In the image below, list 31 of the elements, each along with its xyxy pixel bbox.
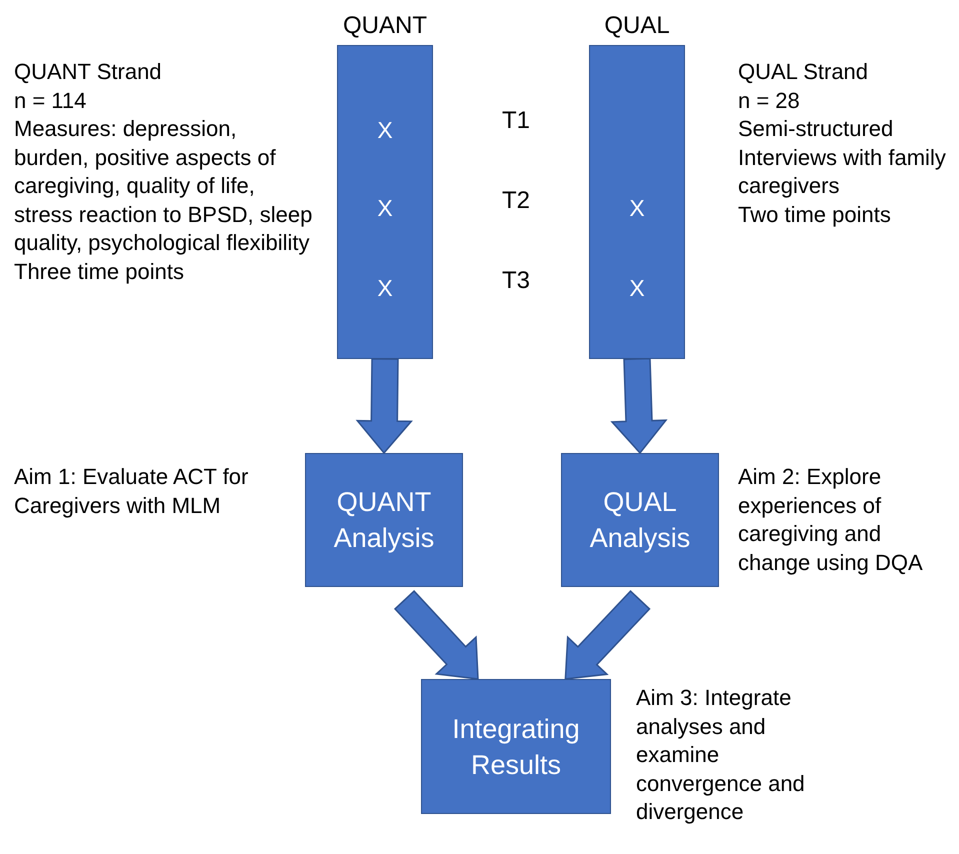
time-point-mark: X	[376, 195, 394, 222]
time-label: T1	[502, 107, 530, 135]
block-arrow	[394, 590, 479, 680]
annotation-text: Semi-structured Interviews with family caregivers	[738, 115, 947, 200]
annotation-text: Aim 3: Integrate analyses and examine convergence and divergence	[636, 684, 806, 826]
annotation-text: Aim 1: Evaluate ACT for Caregivers with MLM	[14, 463, 250, 520]
process-box	[421, 679, 611, 814]
process-box	[305, 453, 463, 587]
time-point-mark: X	[376, 117, 394, 144]
block-arrow	[564, 590, 651, 680]
column-heading: QUAL	[603, 12, 671, 40]
block-arrow	[610, 358, 668, 454]
time-point-mark: X	[376, 275, 394, 302]
time-label: T2	[502, 187, 530, 215]
process-box	[561, 453, 719, 587]
time-point-mark: X	[628, 195, 646, 222]
time-label: T3	[502, 267, 530, 295]
box-label: QUANT Analysis	[332, 486, 436, 555]
annotation-text: QUAL Strand	[738, 58, 870, 86]
block-arrow	[356, 358, 413, 454]
column-heading: QUANT	[342, 12, 428, 40]
time-point-mark: X	[628, 275, 646, 302]
box-label: Integrating Results	[451, 712, 581, 782]
annotation-text: n = 114	[14, 86, 88, 114]
annotation-text: Measures: depression, burden, positive aspects of caregiving, quality of life, stress reaction to BPSD, sleep quality, psychological flexibility	[14, 115, 314, 257]
annotation-text: QUANT Strand	[14, 58, 163, 86]
annotation-text: Three time points	[14, 258, 185, 286]
annotation-text: Two time points	[738, 200, 892, 229]
box-label: QUAL Analysis	[588, 486, 692, 555]
annotation-text: Aim 2: Explore experiences of caregiving and change using DQA	[738, 463, 924, 577]
annotation-text: n = 28	[738, 86, 801, 114]
